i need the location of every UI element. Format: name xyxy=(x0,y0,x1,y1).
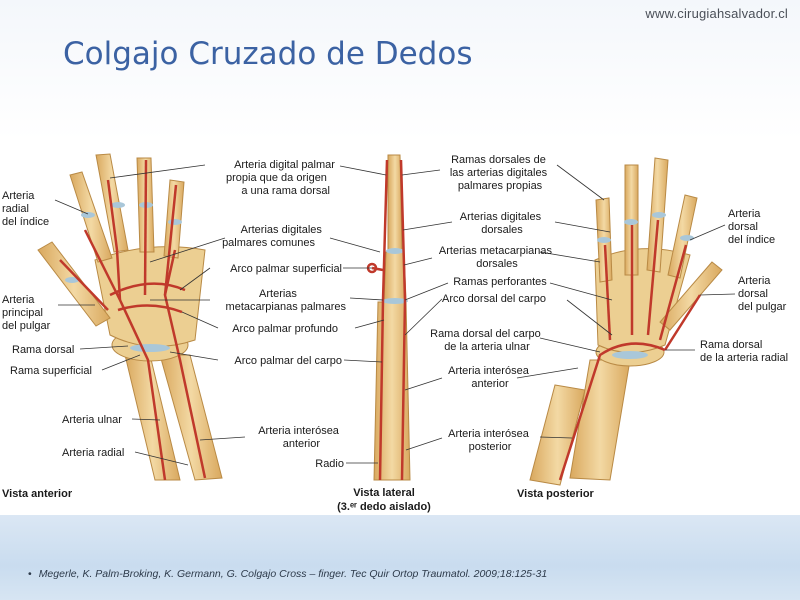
label-arteria-interosea-anterior-2: Arteria interósea anterior xyxy=(448,365,532,390)
footer-band xyxy=(0,515,800,600)
posterior-hand-illustration xyxy=(529,157,723,486)
caption-vista-anterior: Vista anterior xyxy=(2,488,73,500)
citation-text: Megerle, K. Palm-Broking, K. Germann, G.… xyxy=(38,568,548,580)
label-radio: Radio xyxy=(315,458,344,470)
label-arteria-radial-indice: Arteria radial del índice xyxy=(2,190,49,228)
label-arteria-dorsal-indice: Arteria dorsal del índice xyxy=(728,208,775,246)
label-arco-palmar-profundo: Arco palmar profundo xyxy=(232,323,338,335)
label-arco-palmar-superficial: Arco palmar superficial xyxy=(230,263,342,275)
label-rama-superficial: Rama superficial xyxy=(10,365,92,377)
label-arterias-digitales-dorsales: Arterias digitales dorsales xyxy=(460,211,544,236)
header-background xyxy=(0,0,800,140)
caption-vista-posterior: Vista posterior xyxy=(517,488,595,500)
leader-lines xyxy=(54,164,736,466)
label-arteria-dorsal-pulgar: Arteria dorsal del pulgar xyxy=(738,275,787,313)
citation-bullet: • xyxy=(28,568,32,580)
label-arterias-digitales-palmares-comunes: Arterias digitales palmares comunes xyxy=(222,224,325,249)
label-arteria-radial: Arteria radial xyxy=(62,447,124,459)
page-title: Colgajo Cruzado de Dedos xyxy=(63,36,473,72)
label-arteria-principal-pulgar: Arteria principal del pulgar xyxy=(2,294,51,332)
label-arteria-interosea-posterior: Arteria interósea posterior xyxy=(448,428,532,453)
label-arterias-metacarpianas-palmares: Arterias metacarpianas palmares xyxy=(226,288,347,313)
lateral-finger-illustration xyxy=(366,154,411,481)
caption-vista-lateral: Vista lateral xyxy=(353,487,415,499)
label-rama-dorsal: Rama dorsal xyxy=(12,344,74,356)
label-arteria-ulnar: Arteria ulnar xyxy=(62,414,122,426)
label-arterias-metacarpianas-dorsales: Arterias metacarpianas dorsales xyxy=(439,245,555,270)
label-ramas-dorsales: Ramas dorsales de las arterias digitales… xyxy=(450,154,550,192)
label-rama-dorsal-carpo-ulnar: Rama dorsal del carpo de la arteria ulna… xyxy=(430,328,544,353)
label-ramas-perforantes: Ramas perforantes xyxy=(453,276,547,288)
anterior-hand-illustration xyxy=(37,153,223,481)
hand-arteries-figure: Arteria radial del índice Arteria princi… xyxy=(2,153,788,513)
label-arteria-digital-palmar: Arteria digital palmar propia que da ori… xyxy=(226,159,338,197)
label-arteria-interosea-anterior-1: Arteria interósea anterior xyxy=(258,425,342,450)
label-arco-dorsal-carpo: Arco dorsal del carpo xyxy=(442,293,546,305)
site-url[interactable]: www.cirugiahsalvador.cl xyxy=(645,6,788,21)
citation: • Megerle, K. Palm-Broking, K. Germann, G… xyxy=(28,568,547,580)
caption-dedo-aislado: (3.ᵉʳ dedo aislado) xyxy=(337,501,431,513)
label-rama-dorsal-arteria-radial: Rama dorsal de la arteria radial xyxy=(700,339,788,364)
label-arco-palmar-carpo: Arco palmar del carpo xyxy=(234,355,342,367)
